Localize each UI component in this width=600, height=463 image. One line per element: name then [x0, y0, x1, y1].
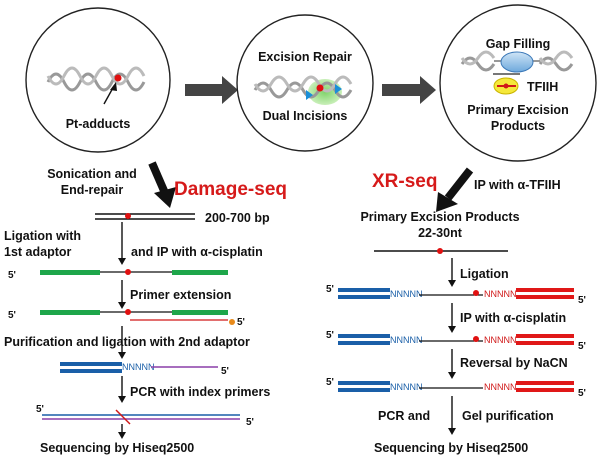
- sonication-label-1: Sonication and: [47, 167, 137, 181]
- adduct-dot: [114, 74, 122, 82]
- ligation-label-2: 1st adaptor: [4, 245, 72, 259]
- ip-cisplatin-label-right: IP with α-cisplatin: [460, 311, 566, 325]
- svg-text:NNNNN: NNNNN: [390, 382, 423, 392]
- svg-text:NNNNN: NNNNN: [484, 382, 517, 392]
- sonication-label-2: End-repair: [61, 183, 124, 197]
- stage-gap-filling: Gap Filling TFIIH Primary Excision Produ…: [439, 4, 597, 162]
- sequencing-label-left: Sequencing by Hiseq2500: [40, 441, 194, 455]
- svg-text:NNNNN: NNNNN: [122, 362, 155, 372]
- svg-text:NNNNN: NNNNN: [484, 335, 517, 345]
- svg-text:NNNNN: NNNNN: [390, 335, 423, 345]
- ip-cisplatin-label-left: and IP with α-cisplatin: [131, 245, 263, 259]
- svg-text:5': 5': [326, 377, 334, 388]
- fragment-size-label: 200-700 bp: [205, 211, 270, 225]
- branch-arrow-right: [436, 167, 474, 212]
- gap-filling-label: Gap Filling: [486, 37, 551, 51]
- length-label: 22-30nt: [418, 226, 463, 240]
- dna-helix: [46, 72, 146, 92]
- damage-seq-title: Damage-seq: [174, 179, 287, 200]
- svg-text:NNNNN: NNNNN: [484, 289, 517, 299]
- svg-text:5': 5': [36, 404, 44, 415]
- svg-text:5': 5': [578, 388, 586, 399]
- primer-extension-label: Primer extension: [130, 288, 231, 302]
- arrow-1: [185, 76, 238, 104]
- sequencing-label-right: Sequencing by Hiseq2500: [374, 441, 528, 455]
- pt-adducts-label: Pt-adducts: [66, 117, 131, 131]
- svg-text:5': 5': [237, 317, 245, 328]
- lesion-dot: [316, 84, 324, 92]
- damage-seq-workflow: 200-700 bp Ligation with 1st adaptor and…: [4, 211, 270, 455]
- reversal-label: Reversal by NaCN: [460, 356, 568, 370]
- stage-pt-adducts: Pt-adducts: [25, 7, 171, 153]
- branch-arrow-left: [148, 161, 176, 208]
- purification-label: Purification and ligation with 2nd adapt…: [4, 335, 250, 349]
- xr-seq-workflow: Primary Excision Products 22-30nt Ligati…: [326, 210, 586, 455]
- excision-repair-label: Excision Repair: [258, 50, 352, 64]
- polymerase-icon: [500, 51, 534, 73]
- arrow-2: [382, 76, 436, 104]
- xr-seq-title: XR-seq: [372, 171, 437, 192]
- primary-excision-title: Primary Excision Products: [360, 210, 519, 224]
- primary-excision-label-1: Primary Excision: [467, 103, 568, 117]
- svg-text:5': 5': [578, 295, 586, 306]
- svg-text:5': 5': [221, 366, 229, 377]
- pcr-index-label: PCR with index primers: [130, 385, 270, 399]
- svg-text:5': 5': [246, 417, 254, 428]
- primary-excision-label-2: Products: [491, 119, 545, 133]
- pcr-gel-label-1: PCR and: [378, 409, 430, 423]
- stage-excision-repair: Excision Repair Dual Incisions: [236, 14, 374, 152]
- dual-incisions-label: Dual Incisions: [263, 109, 348, 123]
- svg-text:5': 5': [578, 341, 586, 352]
- svg-text:5': 5': [8, 310, 16, 321]
- ligation-label-1: Ligation with: [4, 229, 81, 243]
- svg-text:5': 5': [326, 284, 334, 295]
- ip-tfiih-label: IP with α-TFIIH: [474, 178, 561, 192]
- tfiih-label: TFIIH: [527, 80, 558, 94]
- svg-text:5': 5': [326, 330, 334, 341]
- svg-text:5': 5': [8, 270, 16, 281]
- ligation-label-right: Ligation: [460, 267, 509, 281]
- svg-text:NNNNN: NNNNN: [390, 289, 423, 299]
- pcr-gel-label-2: Gel purification: [462, 409, 554, 423]
